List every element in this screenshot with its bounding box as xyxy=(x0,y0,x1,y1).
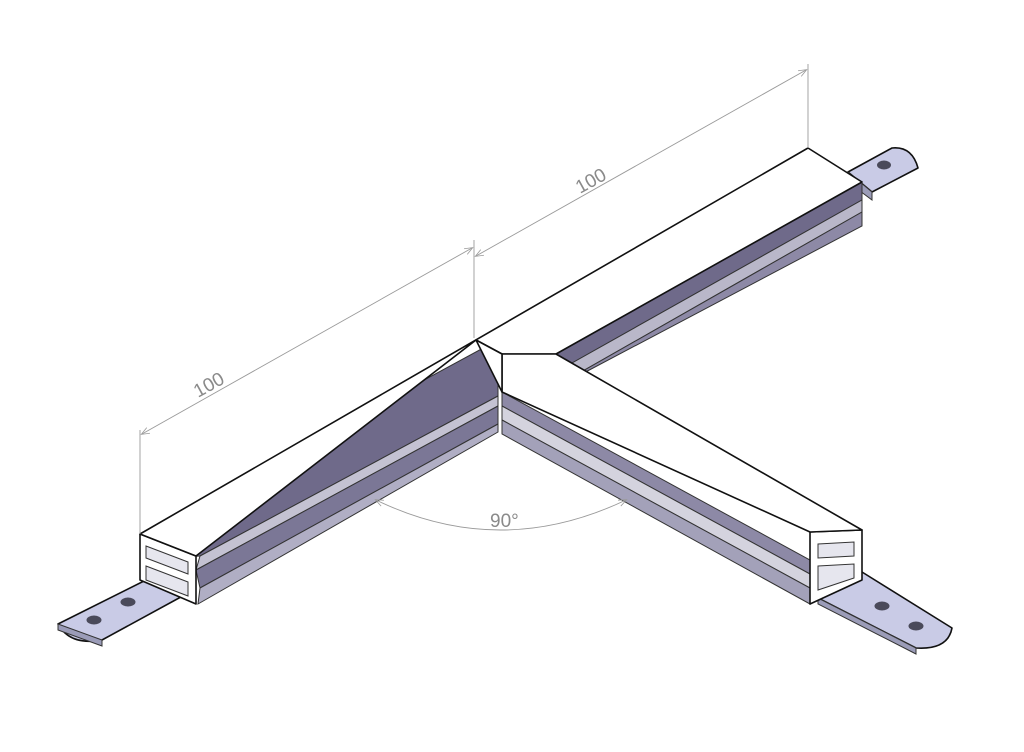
dimension-angle: 90° xyxy=(374,499,628,532)
mounting-bracket-near-right xyxy=(817,571,953,655)
screw-hole-icon xyxy=(874,601,890,611)
dimension-label-angle: 90° xyxy=(490,511,519,532)
screw-hole-icon xyxy=(120,597,136,607)
screw-hole-icon xyxy=(877,160,891,170)
screw-hole-icon xyxy=(86,615,102,625)
branch-arm-profile xyxy=(475,339,863,605)
dimension-label-right: 100 xyxy=(572,165,610,199)
mounting-bracket-near-left xyxy=(57,577,191,647)
dimension-label-left: 100 xyxy=(190,369,228,403)
screw-hole-icon xyxy=(908,621,924,631)
